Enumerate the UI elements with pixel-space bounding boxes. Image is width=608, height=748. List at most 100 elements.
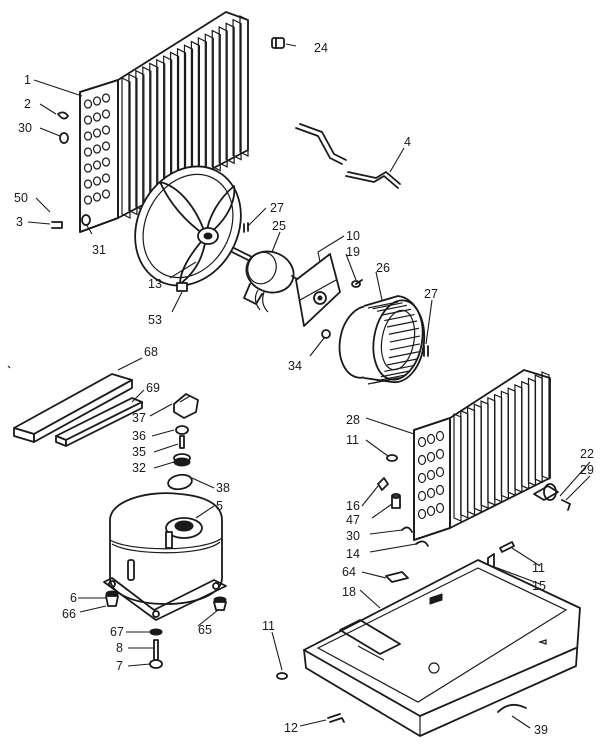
- callout-16: 16: [346, 499, 360, 513]
- clip-part-2: [57, 111, 69, 120]
- condenser-tube-end: [92, 128, 102, 138]
- callout-11-upper: 11: [346, 433, 359, 447]
- callout-13: 13: [148, 277, 162, 291]
- evaporator-fin: [527, 377, 537, 487]
- evaporator-coil: [413, 369, 551, 541]
- callout-27-lower: 27: [424, 287, 438, 301]
- callout-26: 26: [376, 261, 390, 275]
- evaporator-fin: [494, 393, 503, 503]
- callout-29: 29: [580, 463, 594, 477]
- callout-25: 25: [272, 219, 286, 233]
- fitting-part-22: [533, 483, 559, 501]
- blower-slat: [376, 304, 408, 312]
- evaporator-fin: [473, 403, 482, 513]
- screw-part-11-upper: [386, 454, 398, 462]
- callout-11-lower: 11: [262, 619, 275, 633]
- condenser-tube-end: [83, 163, 93, 173]
- condenser-tube-end: [101, 125, 111, 135]
- evaporator-tube-end: [417, 454, 427, 466]
- blower-slat: [367, 301, 399, 309]
- evaporator-tube-end: [417, 436, 427, 448]
- blower-slat: [386, 320, 418, 328]
- sleeve-part-47: [391, 493, 401, 509]
- callout-10: 10: [346, 229, 360, 243]
- blower-slat: [386, 358, 418, 366]
- callout-8: 8: [116, 641, 123, 655]
- callout-18: 18: [342, 585, 356, 599]
- bolt-part-8: [153, 639, 159, 661]
- clip-part-14: [415, 540, 429, 547]
- callout-36: 36: [132, 429, 146, 443]
- blower-slat: [389, 343, 420, 351]
- callout-22: 22: [580, 447, 594, 461]
- evaporator-fin: [534, 374, 543, 484]
- blower-slat: [380, 308, 412, 316]
- condenser-tube-end: [83, 179, 93, 189]
- evaporator-tube-end: [426, 505, 436, 517]
- fan-motor: [231, 247, 303, 313]
- callout-4: 4: [404, 135, 411, 149]
- callout-6: 6: [70, 591, 77, 605]
- nut-part-7: [149, 659, 163, 669]
- blower-slat: [367, 377, 399, 385]
- grommet-part-30: [59, 132, 69, 144]
- callout-11-right: 11: [532, 561, 545, 575]
- callout-64: 64: [342, 565, 356, 579]
- condenser-tube-end: [101, 173, 111, 183]
- nut-part-34: [321, 329, 331, 339]
- clip-part-27-lower: [423, 345, 429, 357]
- condenser-tube-end: [92, 144, 102, 154]
- clip-part-29: [561, 499, 571, 511]
- evaporator-tube-end: [417, 508, 427, 520]
- callout-3: 3: [16, 215, 23, 229]
- condenser-fin: [239, 15, 249, 157]
- callout-27-upper: 27: [270, 201, 284, 215]
- callout-15: 15: [532, 579, 546, 593]
- grommet-parts-6-66: [105, 590, 119, 607]
- evaporator-fin: [541, 371, 550, 480]
- callout-7: 7: [116, 659, 123, 673]
- clip-part-27-upper: [243, 222, 249, 233]
- evaporator-fin: [466, 406, 476, 516]
- blower-slat: [384, 313, 415, 322]
- callout-65: 65: [198, 623, 212, 637]
- condenser-fin: [218, 25, 228, 168]
- callout-47: 47: [346, 513, 360, 527]
- bracket-part-50-3: [51, 221, 63, 229]
- condenser-fin: [211, 29, 221, 172]
- callout-2: 2: [24, 97, 31, 111]
- condenser-tube-end: [101, 189, 111, 199]
- callout-19: 19: [346, 245, 360, 259]
- fan-blade: [134, 165, 242, 287]
- condenser-tube-end: [101, 109, 111, 119]
- leader-lines: [7, 43, 591, 729]
- evaporator-fin: [453, 413, 462, 522]
- callout-24: 24: [314, 41, 328, 55]
- condenser-fin: [225, 22, 235, 165]
- evaporator-tube-end: [435, 466, 445, 478]
- callout-1: 1: [24, 73, 31, 87]
- callout-5: 5: [216, 499, 223, 513]
- condenser-tube-end: [83, 99, 93, 109]
- screw-part-19: [351, 279, 363, 288]
- condenser-tube-end: [83, 131, 93, 141]
- blower-slat: [388, 351, 420, 359]
- clip-part-12: [327, 713, 345, 723]
- callout-53: 53: [148, 313, 162, 327]
- condenser-tube-end: [92, 160, 102, 170]
- evaporator-fin: [460, 409, 469, 519]
- evaporator-fin: [514, 384, 523, 493]
- callout-67: 67: [110, 625, 124, 639]
- condenser-tube-end: [92, 112, 102, 122]
- blower-slat: [376, 374, 408, 382]
- clip-part-53: [176, 282, 188, 292]
- evaporator-tube-end: [426, 433, 436, 445]
- evaporator-tube-end: [426, 469, 436, 481]
- blower-slat: [384, 364, 415, 373]
- terminal-cover-part-37: [173, 393, 199, 419]
- blower-slat: [372, 302, 403, 310]
- condenser-tube-end: [92, 176, 102, 186]
- callout-69: 69: [146, 381, 160, 395]
- condenser-tube-end: [83, 115, 93, 125]
